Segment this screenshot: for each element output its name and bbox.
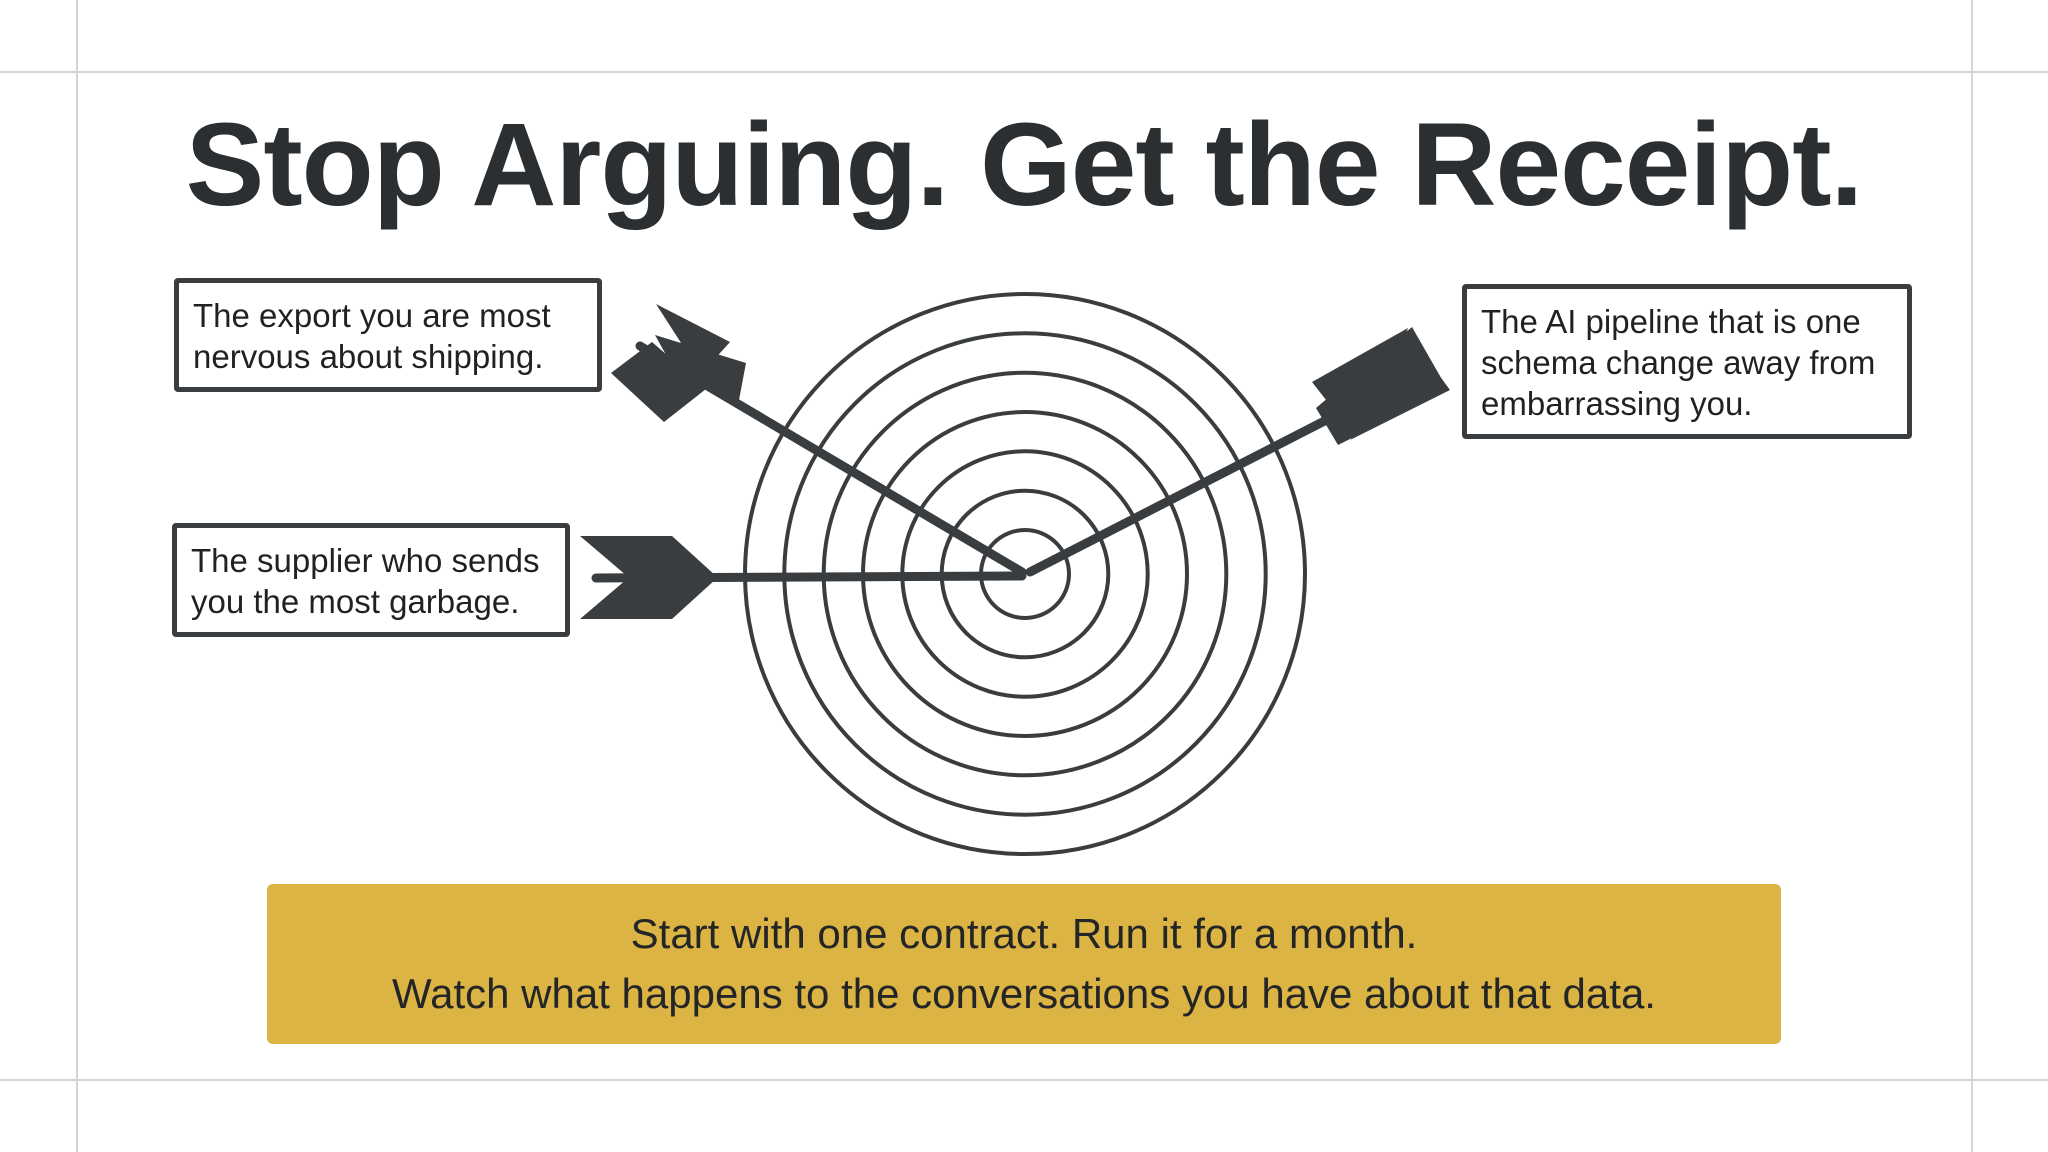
callout-ai-line: The AI pipeline that is one (1481, 303, 1861, 340)
callout-supplier-line: The supplier who sends (191, 542, 540, 579)
callout-export-line: The export you are most (193, 297, 551, 334)
guide-line-right (1971, 0, 1973, 1152)
banner-line-1: Start with one contract. Run it for a mo… (630, 910, 1418, 957)
arrow-icon (611, 304, 1027, 577)
callout-ai-pipeline: The AI pipeline that is one schema chang… (1462, 284, 1912, 439)
callout-supplier-line: you the most garbage. (191, 583, 520, 620)
callout-export-line: nervous about shipping. (193, 338, 544, 375)
arrow-icon (1025, 327, 1450, 577)
callout-supplier: The supplier who sends you the most garb… (172, 523, 570, 637)
call-to-action-banner: Start with one contract. Run it for a mo… (267, 884, 1781, 1044)
callout-ai-line: schema change away from (1481, 344, 1876, 381)
guide-line-top (0, 71, 2048, 73)
banner-line-2: Watch what happens to the conversations … (392, 970, 1656, 1017)
callout-export: The export you are most nervous about sh… (174, 278, 602, 392)
guide-line-bottom (0, 1079, 2048, 1081)
page-title: Stop Arguing. Get the Receipt. (185, 99, 1864, 231)
callout-ai-line: embarrassing you. (1481, 385, 1753, 422)
arrow-icon (580, 536, 1027, 619)
guide-line-left (76, 0, 78, 1152)
